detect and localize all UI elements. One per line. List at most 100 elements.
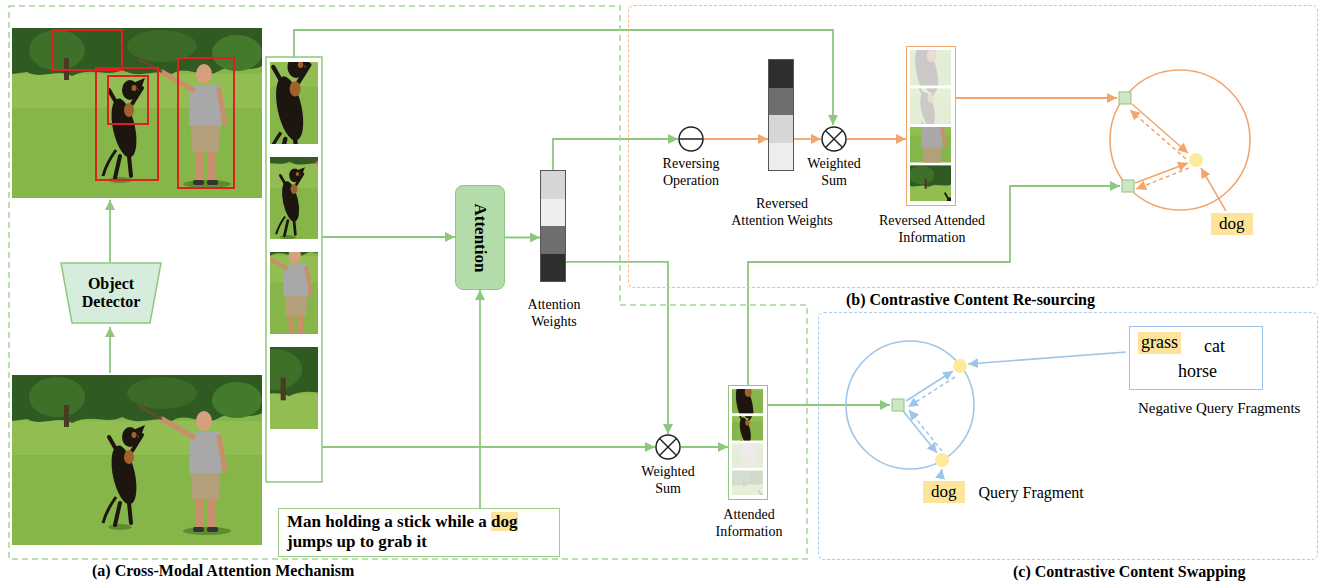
- illustration-part: [940, 469, 942, 479]
- region-crop: [907, 165, 954, 204]
- shape-label: Weighted Sum: [799, 156, 869, 190]
- illustration-part: [109, 200, 111, 262]
- label-slot: Negative Query Fragments: [1138, 399, 1300, 417]
- illustration-part: [1122, 180, 1134, 192]
- query-sentence: Man holding a stick while a dog jumps up…: [287, 512, 551, 553]
- operator-symbol: [679, 127, 703, 151]
- shape-label: Weighted Sum: [630, 464, 706, 498]
- illustration-part: [214, 133, 385, 250]
- illustration-part: [906, 371, 953, 401]
- region-crops: [146, 0, 483, 521]
- panel-region: (b) Contrastive Content Re-sourcingRever…: [628, 5, 1318, 288]
- attention-label: Attention: [470, 203, 490, 272]
- word-tag: dog: [1211, 213, 1253, 235]
- negative-word: horse: [1178, 361, 1217, 383]
- region-crop: [729, 469, 766, 498]
- illustration-part: [935, 453, 949, 467]
- operator-symbol: [678, 126, 704, 152]
- panel-outline: [9, 6, 807, 559]
- illustration-part: [12, 375, 262, 545]
- label-slot: (b) Contrastive Content Re-sourcing: [846, 291, 1095, 309]
- query-word: dog: [1219, 214, 1245, 234]
- query-box: Man holding a stick while a dog jumps up…: [278, 508, 560, 557]
- label-slot: cat: [1204, 336, 1225, 358]
- operator-symbol: [679, 138, 703, 140]
- operator-circle: Reversing Operation: [678, 126, 704, 152]
- label-slot: Weighted Sum: [799, 156, 869, 190]
- illustration-part: [1135, 163, 1188, 183]
- panel-caption: (a) Cross-Modal Attention Mechanism: [92, 562, 354, 580]
- label-slot: (c) Contrastive Content Swapping: [1013, 563, 1245, 581]
- flow-lines: [110, 30, 1120, 447]
- label-slot: Attention Weights: [512, 297, 596, 331]
- operator-symbol: [826, 131, 843, 148]
- operator-circle: Weighted Sum: [655, 434, 681, 460]
- label-slot: Reversing Operation: [651, 156, 731, 190]
- operator-symbol: [660, 439, 677, 456]
- flow-arrow: [479, 290, 481, 508]
- attended-column: Attended Information: [728, 385, 768, 500]
- flow-arrow: [505, 237, 540, 239]
- label-slot: horse: [1178, 361, 1217, 383]
- operator-symbol: [821, 126, 847, 152]
- flow-arrow: [553, 139, 678, 170]
- illustration-part: [768, 404, 890, 406]
- illustration-part: [892, 399, 904, 411]
- weight-cell: [541, 199, 565, 227]
- illustration-part: [12, 28, 262, 198]
- query-word: dog: [931, 482, 957, 502]
- panel-region: (c) Contrastive Content Swappinggrasscat…: [818, 312, 1318, 560]
- weight-bar: Reversed Attention Weights: [768, 59, 794, 171]
- shape-label: Reversed Attention Weights: [729, 196, 835, 230]
- weight-bar: Attention Weights: [540, 170, 566, 282]
- illustration-part: [1119, 92, 1131, 104]
- illustration-part: [908, 377, 955, 407]
- operator-symbol: [826, 131, 843, 148]
- illustration-part: [52, 30, 122, 70]
- illustration-part: [953, 359, 967, 373]
- illustration-part: [96, 68, 158, 180]
- negative-label: Negative Query Fragments: [1138, 399, 1300, 417]
- weight-cell: [769, 143, 793, 171]
- illustration-part: [227, 347, 483, 521]
- weight-cell: [541, 171, 565, 199]
- illustration-part: [322, 236, 455, 238]
- weight-cell: [541, 254, 565, 282]
- embedding-space-c: [846, 341, 1126, 479]
- region-crop: [729, 469, 766, 498]
- operator-symbol: [660, 439, 677, 456]
- input-photo: [12, 375, 262, 545]
- illustration-part: [955, 97, 1117, 99]
- attended-column: Reversed Attended Information: [906, 46, 956, 206]
- weight-cell: [541, 226, 565, 254]
- illustration-part: [846, 341, 974, 469]
- illustration-part: [227, 347, 483, 521]
- label-slot: Object Detector: [60, 262, 162, 324]
- illustration-part: [109, 327, 111, 373]
- illustration-part: [909, 410, 942, 451]
- detected-photo: [12, 28, 262, 198]
- operator-symbol: [655, 434, 681, 460]
- shape-label: Attention Weights: [512, 297, 596, 331]
- illustration-part: [1130, 110, 1186, 159]
- illustration-part: [294, 30, 833, 125]
- shape-label: Reversing Operation: [651, 156, 731, 190]
- operator-circle: Weighted Sum: [821, 126, 847, 152]
- illustration-part: [214, 133, 385, 250]
- embedding-space-b: [1110, 70, 1250, 211]
- panel-caption: (b) Contrastive Content Re-sourcing: [846, 291, 1095, 309]
- illustration-part: [146, 220, 340, 352]
- word-tag: dogQuery Fragment: [923, 481, 965, 503]
- flow-arrow: [794, 138, 821, 140]
- label-slot: Reversed Attention Weights: [729, 196, 835, 230]
- weight-cell: [769, 88, 793, 116]
- illustration-part: [108, 76, 148, 124]
- shape-label: Reversed Attended Information: [870, 213, 995, 247]
- query-label: Query Fragment: [979, 483, 1084, 502]
- illustration-part: [1189, 153, 1203, 167]
- illustration-part: [322, 446, 655, 448]
- region-crop: [907, 165, 954, 204]
- trapezoid-shape: [61, 263, 161, 323]
